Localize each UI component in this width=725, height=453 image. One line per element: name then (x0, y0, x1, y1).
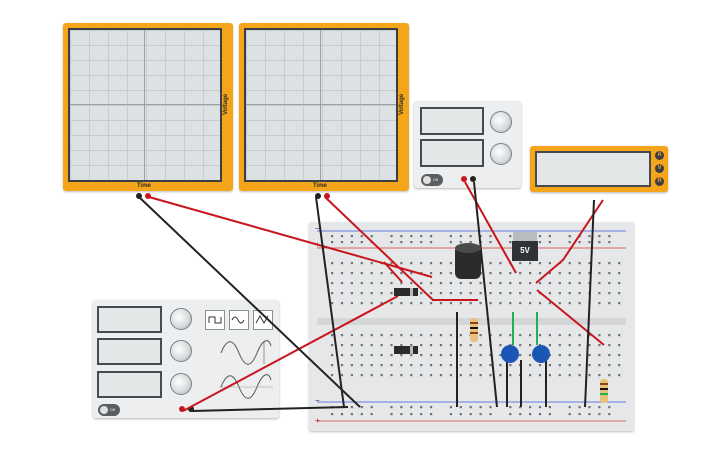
amplitude-display (97, 338, 162, 365)
current-display (420, 139, 484, 167)
supply-pos-terminal[interactable] (461, 176, 467, 182)
triangle-wave-icon (255, 314, 269, 325)
breadboard-holes (317, 230, 626, 422)
multimeter-display (535, 151, 651, 187)
current-knob[interactable] (490, 143, 512, 165)
voltage-display (420, 107, 484, 135)
function-generator-switch-label: Off (110, 407, 116, 412)
oscilloscope-1-neg-terminal[interactable] (136, 193, 142, 199)
voltage-regulator: 5V (512, 241, 538, 261)
rail-minus-top: − (315, 224, 320, 233)
square-wave-icon (208, 316, 222, 324)
oscilloscope-2-neg-terminal[interactable] (315, 193, 321, 199)
offset-knob[interactable] (170, 373, 192, 395)
function-generator-neg-terminal[interactable] (188, 406, 194, 412)
frequency-knob[interactable] (170, 308, 192, 330)
triangle-wave-button[interactable] (253, 310, 273, 330)
oscilloscope-2-screen (244, 28, 398, 182)
oscilloscope-2-pos-terminal[interactable] (324, 193, 330, 199)
supply-neg-terminal[interactable] (470, 176, 476, 182)
oscilloscope-2-voltage-label: Voltage (399, 93, 405, 115)
frequency-display (97, 306, 162, 333)
sine-wave-icon (231, 316, 245, 324)
function-generator[interactable]: Off (93, 300, 279, 418)
multimeter-amps-button[interactable]: A (655, 151, 664, 160)
oscilloscope-1-pos-terminal[interactable] (145, 193, 151, 199)
dc-power-supply[interactable]: Off (414, 101, 521, 188)
function-generator-pos-terminal[interactable] (179, 406, 185, 412)
multimeter-volts-button[interactable]: V (655, 164, 664, 173)
multimeter[interactable]: A V R (530, 146, 668, 192)
rail-plus-top: + (315, 240, 320, 249)
offset-display (97, 371, 162, 398)
oscilloscope-1-screen (68, 28, 222, 182)
multimeter-ohms-button[interactable]: R (655, 177, 664, 186)
amplitude-wave-graphic (220, 340, 272, 365)
square-wave-button[interactable] (205, 310, 225, 330)
oscilloscope-1[interactable]: Time Voltage (63, 23, 233, 199)
offset-wave-graphic (219, 374, 273, 399)
oscilloscope-1-time-label: Time (137, 183, 151, 189)
function-generator-switch[interactable]: Off (98, 404, 120, 416)
regulator-label: 5V (520, 246, 530, 255)
rail-plus-bottom: + (315, 416, 320, 425)
breadboard[interactable]: − + − + (309, 222, 634, 431)
power-switch-label: Off (433, 177, 439, 182)
rail-minus-bottom: − (315, 396, 320, 405)
power-switch[interactable]: Off (421, 174, 443, 186)
sine-wave-button[interactable] (229, 310, 249, 330)
oscilloscope-1-voltage-label: Voltage (223, 93, 229, 115)
voltage-knob[interactable] (490, 111, 512, 133)
oscilloscope-2-time-label: Time (313, 183, 327, 189)
oscilloscope-2[interactable]: Time Voltage (239, 23, 409, 199)
amplitude-knob[interactable] (170, 340, 192, 362)
